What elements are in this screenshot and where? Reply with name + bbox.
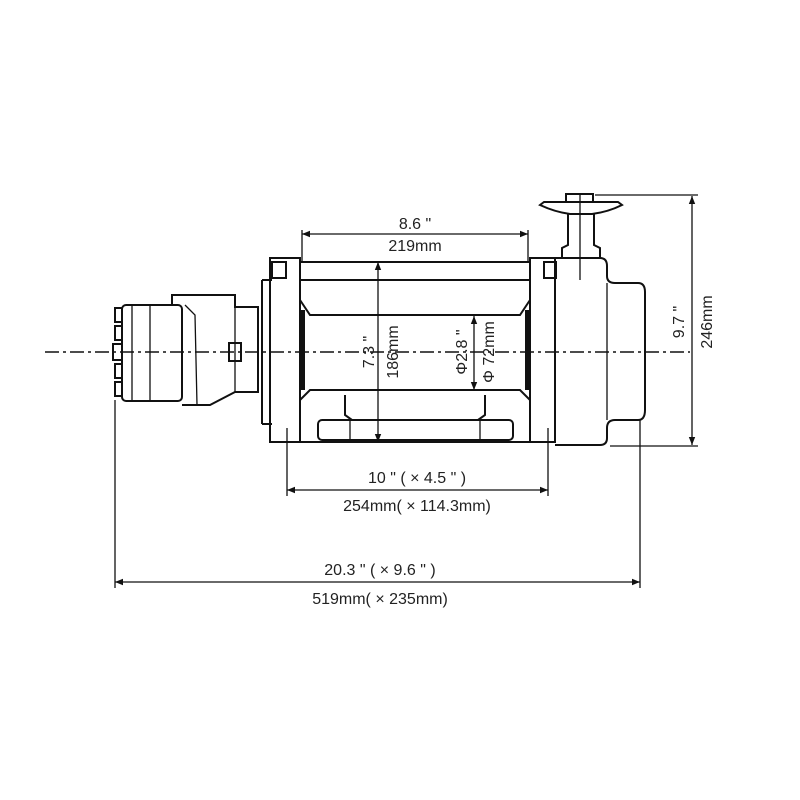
mount-mm: 254mm( × 114.3mm): [343, 498, 491, 515]
height-in: 9.7 ": [671, 306, 688, 338]
dim-mounting: 10 " ( × 4.5 " ) 254mm( × 114.3mm): [286, 428, 549, 515]
flange-dia-mm: 186mm: [385, 325, 402, 378]
drum-length-in: 8.6 ": [399, 216, 431, 233]
left-flange: [261, 257, 305, 443]
dim-height: 9.7 " 246mm: [595, 194, 716, 447]
hydraulic-motor: [112, 294, 259, 406]
overall-in: 20.3 " ( × 9.6 " ): [324, 562, 435, 579]
overall-mm: 519mm( × 235mm): [312, 591, 448, 608]
dim-overall: 20.3 " ( × 9.6 " ) 519mm( × 235mm): [114, 400, 641, 608]
drum-dia-in: Φ2.8 ": [454, 329, 471, 374]
right-flange: [525, 257, 557, 443]
height-mm: 246mm: [699, 295, 716, 348]
brake-handle: [538, 193, 624, 280]
gearbox-housing: [555, 257, 646, 446]
drum: [299, 261, 531, 443]
dim-drum-length: 8.6 " 219mm: [301, 216, 529, 262]
dim-drum-diameter: Φ2.8 " Φ 72mm: [454, 316, 498, 390]
drum-dia-mm: Φ 72mm: [481, 321, 498, 383]
drum-length-mm: 219mm: [388, 238, 441, 255]
flange-dia-in: 7.3 ": [361, 336, 378, 368]
dim-flange-diameter: 7.3 " 186mm: [361, 262, 402, 442]
mount-in: 10 " ( × 4.5 " ): [368, 470, 466, 487]
